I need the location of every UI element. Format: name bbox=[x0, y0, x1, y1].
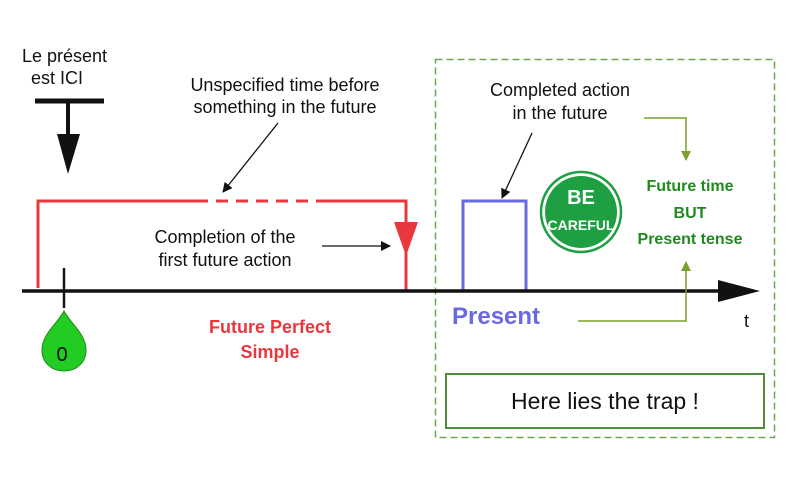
future-zone-frame bbox=[434, 58, 776, 439]
future-perfect-label-line1: Future Perfect bbox=[208, 317, 332, 337]
future-perfect-label-line2: Simple bbox=[240, 342, 300, 362]
badge-line2: CAREFUL bbox=[548, 217, 615, 233]
time-axis-arrow bbox=[718, 280, 760, 302]
present-tense-bracket bbox=[461, 199, 528, 291]
trap-box: Here lies the trap ! bbox=[445, 373, 765, 429]
completion-label-line1: Completion of the bbox=[154, 227, 296, 247]
completed-action-line1: Completed action bbox=[489, 80, 631, 100]
completed-pointer bbox=[501, 132, 533, 199]
present-arrow-head bbox=[57, 134, 80, 174]
completion-arrow-head bbox=[394, 222, 418, 256]
completion-label-line2: first future action bbox=[158, 250, 292, 270]
unspecified-pointer bbox=[222, 122, 279, 193]
present-label: Present bbox=[452, 303, 541, 330]
present-here-label-line1: Le présent bbox=[22, 46, 108, 66]
be-careful-badge-ring bbox=[539, 170, 623, 254]
future-time-label: Future time bbox=[646, 178, 734, 195]
future-time-arrow bbox=[644, 117, 691, 161]
present-tense-label: Present tense bbox=[637, 231, 743, 248]
present-here-label-line2: est ICI bbox=[31, 68, 84, 88]
be-careful-badge-disc bbox=[545, 176, 617, 248]
time-axis-label: t bbox=[744, 311, 750, 331]
future-perfect-bracket-right bbox=[326, 199, 408, 290]
present-tense-arrow bbox=[578, 261, 691, 322]
unspecified-time-line2: something in the future bbox=[193, 97, 377, 117]
future-perfect-bracket-left bbox=[36, 199, 196, 288]
origin-label: 0 bbox=[56, 344, 67, 366]
trap-label: Here lies the trap ! bbox=[511, 387, 699, 414]
origin-drop bbox=[41, 309, 87, 372]
completed-action-line2: in the future bbox=[512, 103, 608, 123]
but-label: BUT bbox=[673, 205, 707, 222]
unspecified-time-line1: Unspecified time before bbox=[190, 75, 380, 95]
badge-line1: BE bbox=[567, 187, 595, 209]
